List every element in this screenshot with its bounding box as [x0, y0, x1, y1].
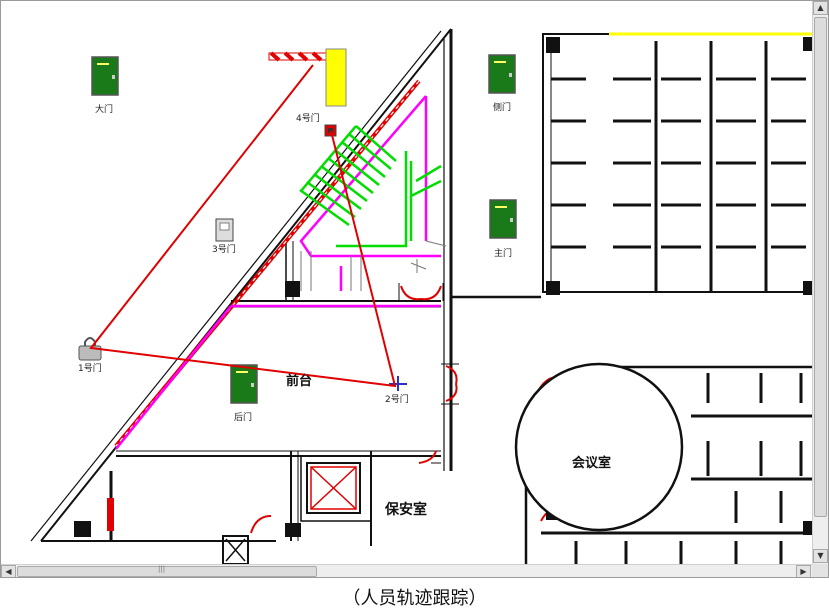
label-door1: 1号门 — [78, 362, 102, 374]
lower-parking-lines — [541, 373, 812, 564]
door2-marker[interactable] — [389, 376, 407, 391]
horizontal-scroll-thumb[interactable] — [17, 565, 317, 577]
elevator-shaft — [222, 462, 361, 564]
trajectory-track — [89, 64, 397, 388]
stair-details — [300, 240, 447, 291]
wall-posts — [74, 281, 301, 537]
label-side-door: 侧门 — [493, 101, 511, 113]
card-reader-icon-door3[interactable] — [215, 218, 234, 242]
magenta-lines — [115, 95, 441, 450]
floorplan-map: 大门 侧门 主门 后门 1号门 2号门 3号门 4号门 前台 会议室 保安室 — [30, 28, 812, 564]
barrier-gate-icon[interactable] — [268, 48, 347, 107]
label-front-door: 主门 — [494, 247, 512, 259]
label-door2: 2号门 — [385, 393, 409, 405]
door-icon-main-gate[interactable] — [91, 56, 119, 96]
card-reader-icon-door4[interactable] — [324, 124, 337, 137]
scroll-left-button[interactable]: ◀ — [1, 565, 16, 577]
label-front-desk: 前台 — [286, 373, 312, 389]
label-main-gate: 大门 — [95, 103, 113, 115]
scrollbar-corner — [812, 564, 828, 577]
scroll-down-button[interactable]: ▼ — [813, 549, 828, 563]
label-door4: 4号门 — [296, 112, 320, 124]
scroll-up-button[interactable]: ▲ — [813, 1, 828, 15]
vertical-scroll-thumb[interactable] — [814, 17, 827, 517]
label-back-door: 后门 — [234, 411, 252, 423]
vertical-scrollbar[interactable]: ▲ ▼ — [812, 1, 828, 564]
horizontal-scrollbar[interactable]: ◀ ▶ — [1, 564, 812, 577]
door-icon-back-door[interactable] — [230, 364, 258, 404]
parking-area — [542, 32, 812, 293]
scroll-right-button[interactable]: ▶ — [796, 565, 811, 577]
label-door3: 3号门 — [212, 243, 236, 255]
label-security-room: 保安室 — [384, 501, 427, 518]
label-meeting-room: 会议室 — [572, 455, 611, 471]
figure-caption: （人员轨迹跟踪） — [342, 588, 487, 609]
door-icon-side-door[interactable] — [488, 54, 516, 94]
meeting-room-circle — [514, 362, 684, 532]
floorplan-viewport[interactable]: 大门 侧门 主门 后门 1号门 2号门 3号门 4号门 前台 会议室 保安室 ▲… — [0, 0, 829, 578]
door-swing-outlines — [398, 283, 459, 464]
door-icon-front-door[interactable] — [489, 199, 517, 239]
staircase — [299, 125, 442, 248]
